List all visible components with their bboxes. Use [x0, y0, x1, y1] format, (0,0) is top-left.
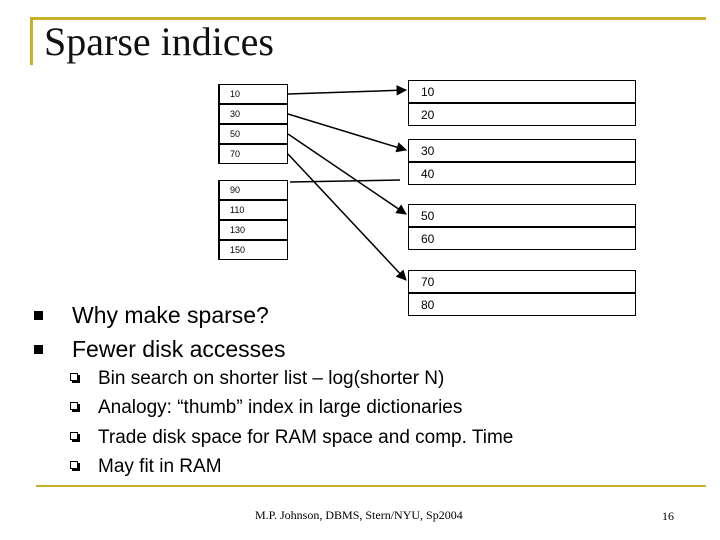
index-entry: 10 — [218, 84, 288, 104]
index-entry: 150 — [218, 240, 288, 260]
data-record: 60 — [408, 227, 636, 250]
pointer-arrow — [287, 133, 407, 215]
index-entry: 50 — [218, 124, 288, 144]
checkbox-bullet-icon — [70, 373, 80, 383]
bullet-fewer-disk: Fewer disk accesses — [34, 336, 286, 362]
bullet-why-sparse: Why make sparse? — [34, 302, 269, 328]
sub-bullet-text: Bin search on shorter list – log(shorter… — [98, 368, 445, 389]
index-entry: 90 — [218, 180, 288, 200]
index-entry: 110 — [218, 200, 288, 220]
checkbox-bullet-icon — [70, 432, 80, 442]
data-record: 40 — [408, 162, 636, 185]
bullet-text: Why make sparse? — [72, 302, 269, 328]
checkbox-bullet-icon — [70, 402, 80, 412]
sub-bullet: Trade disk space for RAM space and comp.… — [70, 427, 514, 448]
sub-bullet-text: Trade disk space for RAM space and comp.… — [98, 427, 514, 448]
pointer-arrow — [287, 153, 407, 281]
sub-bullet-text: Analogy: “thumb” index in large dictiona… — [98, 397, 463, 418]
pointer-arrow — [289, 179, 401, 183]
sub-bullet: Analogy: “thumb” index in large dictiona… — [70, 397, 463, 418]
pointer-arrow — [287, 85, 408, 96]
bullet-square-icon — [34, 345, 43, 354]
data-record: 50 — [408, 204, 636, 227]
pointer-arrow — [287, 113, 408, 153]
slide-footer: M.P. Johnson, DBMS, Stern/NYU, Sp2004 — [255, 508, 463, 522]
bullet-square-icon — [34, 311, 43, 320]
sub-bullet-text: May fit in RAM — [98, 456, 222, 477]
index-entry: 30 — [218, 104, 288, 124]
data-record: 10 — [408, 80, 636, 103]
index-entry: 130 — [218, 220, 288, 240]
sub-bullet: Bin search on shorter list – log(shorter… — [70, 368, 445, 389]
slide-title: Sparse indices — [44, 19, 274, 64]
data-record: 30 — [408, 139, 636, 162]
frame-top-rule — [30, 17, 706, 20]
data-record: 70 — [408, 270, 636, 293]
data-record: 20 — [408, 103, 636, 126]
data-record: 80 — [408, 293, 636, 316]
frame-left-rule — [30, 17, 33, 65]
index-entry: 70 — [218, 144, 288, 164]
checkbox-bullet-icon — [70, 461, 80, 471]
frame-bottom-rule — [36, 485, 706, 487]
bullet-text: Fewer disk accesses — [72, 336, 286, 362]
page-number: 16 — [662, 509, 674, 523]
sub-bullet: May fit in RAM — [70, 456, 222, 477]
